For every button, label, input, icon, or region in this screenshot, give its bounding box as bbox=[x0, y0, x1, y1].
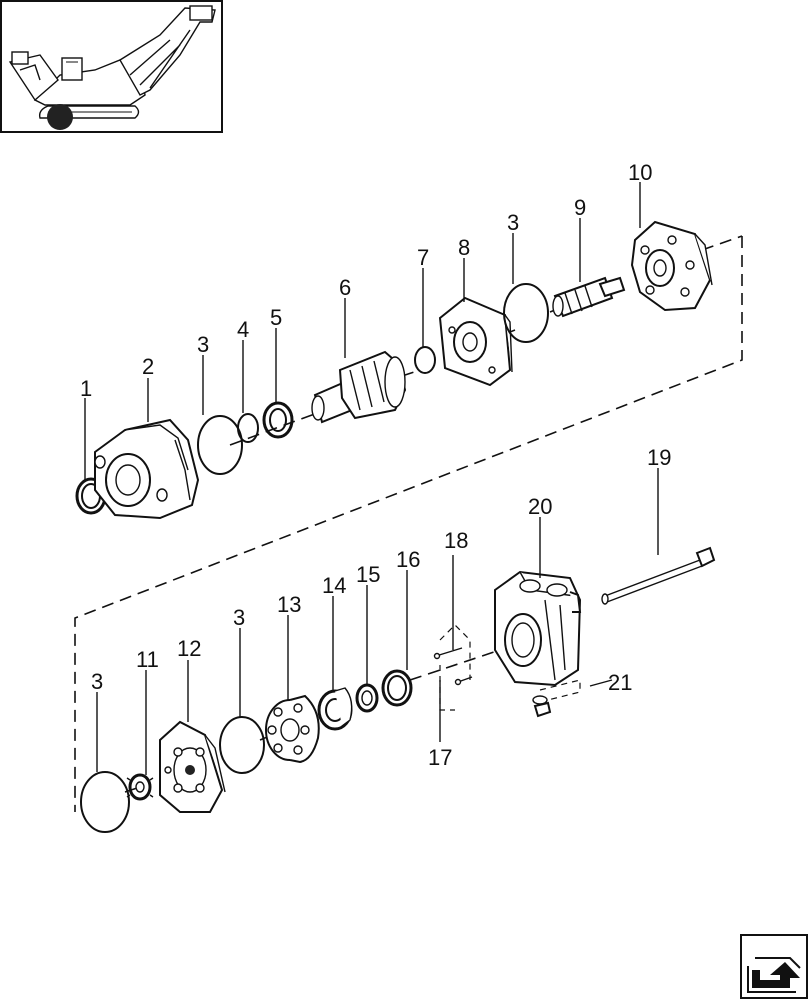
next-page-arrow-icon[interactable] bbox=[740, 934, 808, 999]
part-2-front-housing bbox=[94, 418, 200, 520]
callout-11: 11 bbox=[136, 647, 159, 672]
callout-20: 20 bbox=[528, 494, 552, 519]
part-7-ring bbox=[414, 346, 436, 374]
callout-14: 14 bbox=[322, 573, 346, 598]
callout-6: 6 bbox=[339, 275, 351, 300]
part-15-ring bbox=[355, 683, 379, 713]
part-16-ring bbox=[381, 669, 413, 707]
part-21-fitting bbox=[532, 679, 581, 718]
part-3-o-ring-a bbox=[197, 415, 243, 475]
callout-9: 9 bbox=[574, 195, 586, 220]
part-3-o-ring-c bbox=[80, 771, 130, 833]
part-11-gear bbox=[126, 773, 154, 801]
harvester-thumbnail-icon[interactable] bbox=[0, 0, 223, 133]
part-17-pin bbox=[439, 665, 473, 711]
callout-1: 1 bbox=[80, 376, 92, 401]
part-9-splined-shaft bbox=[552, 276, 626, 318]
callout-labels: 1 2 3 4 5 6 7 8 3 9 10 3 11 12 3 13 14 1… bbox=[80, 160, 671, 770]
part-6-rotor-assembly bbox=[311, 350, 407, 424]
assembly-axis-upper bbox=[74, 236, 743, 812]
part-18-pin bbox=[433, 624, 471, 680]
callout-19: 19 bbox=[647, 445, 671, 470]
callout-8: 8 bbox=[458, 235, 470, 260]
part-3-o-ring-b bbox=[503, 283, 549, 343]
callout-15: 15 bbox=[356, 562, 380, 587]
callout-4: 4 bbox=[237, 317, 249, 342]
part-8-plate bbox=[438, 296, 513, 387]
part-4-ring bbox=[237, 413, 259, 443]
part-13-cylinder-block bbox=[265, 694, 320, 764]
callout-3d: 3 bbox=[233, 605, 245, 630]
axis-line-upper-6 bbox=[701, 235, 743, 251]
callout-17: 17 bbox=[428, 745, 452, 770]
part-19-bolt bbox=[601, 546, 716, 605]
callout-12: 12 bbox=[177, 636, 201, 661]
callout-18: 18 bbox=[444, 528, 468, 553]
part-20-valve-body bbox=[494, 570, 582, 687]
callout-3b: 3 bbox=[507, 210, 519, 235]
part-14-bearing bbox=[317, 687, 353, 731]
callout-5: 5 bbox=[270, 305, 282, 330]
callout-10: 10 bbox=[628, 160, 652, 185]
callout-13: 13 bbox=[277, 592, 301, 617]
callout-2: 2 bbox=[142, 354, 154, 379]
leader-lines bbox=[84, 182, 659, 775]
part-12-plate bbox=[159, 720, 226, 813]
axis-line-lower-3 bbox=[409, 649, 501, 681]
callout-7: 7 bbox=[417, 245, 429, 270]
axis-line-upper-2 bbox=[229, 411, 321, 446]
callout-16: 16 bbox=[396, 547, 420, 572]
callout-3c: 3 bbox=[91, 669, 103, 694]
callout-21: 21 bbox=[608, 670, 632, 695]
part-3-o-ring-d bbox=[219, 716, 265, 774]
part-10-end-plate bbox=[630, 220, 713, 312]
callout-3: 3 bbox=[197, 332, 209, 357]
part-5-ring bbox=[262, 401, 294, 439]
